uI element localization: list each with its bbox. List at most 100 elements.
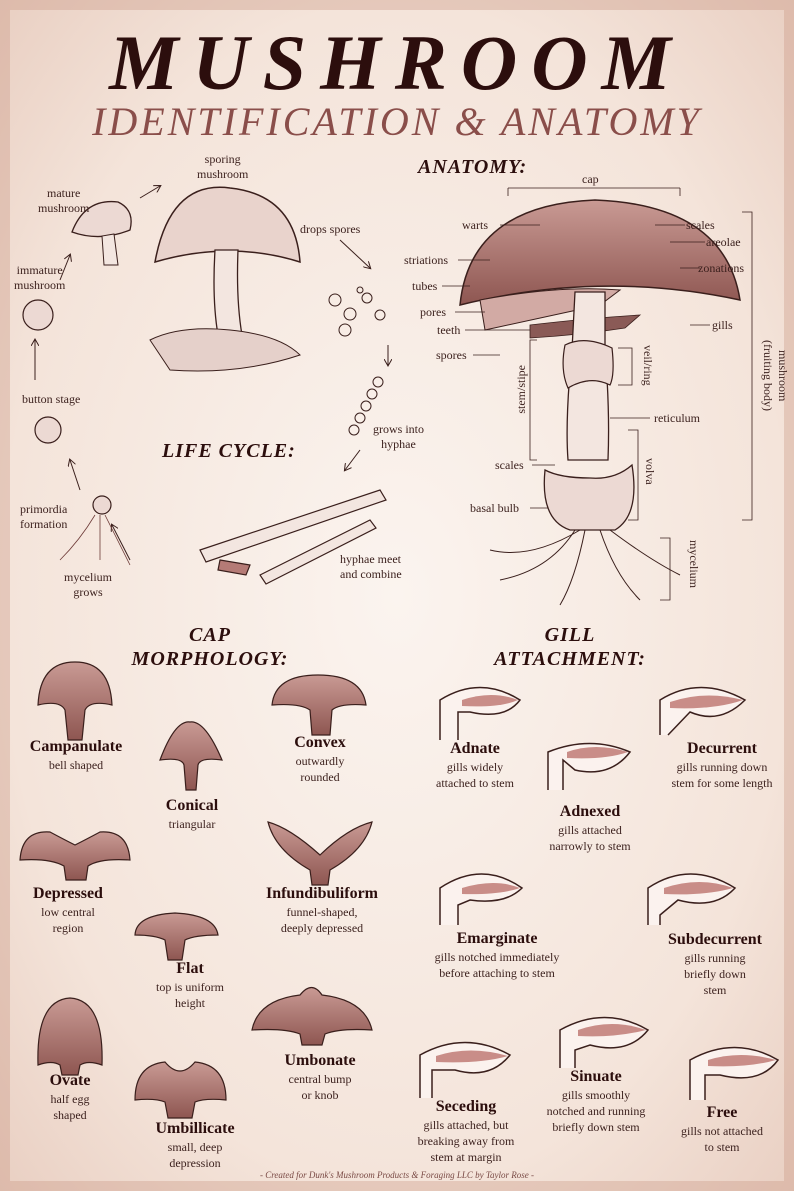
conical-shape [159,721,223,791]
life-cycle-illustration [22,0,794,585]
cap-desc-ovate: half egg shaped [50,1092,90,1122]
label-areolae: areolae [706,235,741,249]
umbillicate-shape [134,1061,227,1119]
ovate-shape [37,997,103,1076]
label-grows-into-hyphae: grows into hyphae [373,422,424,451]
label-basal-bulb: basal bulb [470,501,519,515]
subtitle: IDENTIFICATION & ANATOMY [92,99,702,144]
emarginate-diagram [439,873,524,925]
gill-name-sinuate: Sinuate [570,1068,622,1085]
cap-name-umbonate: Umbonate [284,1052,356,1069]
adnate-diagram [439,686,522,740]
cap-name-convex: Convex [294,734,346,751]
cap-desc-umbillicate: small, deep depression [167,1140,223,1170]
life-cycle-heading: LIFE CYCLE: [162,440,296,462]
spore-dots [328,286,386,337]
label-zonations: zonations [698,261,744,275]
subdecurrent-diagram [647,873,737,925]
cap-name-conical: Conical [165,797,219,814]
cap-morphology-heading: CAP MORPHOLOGY: [131,624,289,670]
arrow-mature-to-sporing [139,186,160,199]
mature-mushroom-drawing [71,200,132,266]
gill-desc-subdecurrent: gills running briefly down stem [684,951,746,997]
footer-credit: - Created for Dunk's Mushroom Products &… [259,1170,535,1180]
label-mature-mushroom: mature mushroom [38,186,90,215]
sporing-mushroom-drawing [149,186,301,372]
gill-desc-seceding: gills attached, but breaking away from s… [417,1118,515,1164]
mycelium-roots [59,514,131,566]
arrow-mycelium-to-primordia [112,525,131,561]
label-volva: volva [643,458,657,485]
anatomy-illustration [442,187,753,606]
cap-name-campanulate: Campanulate [29,738,123,755]
anatomy-leader-lines [442,187,753,601]
cap-desc-infundibuliform: funnel-shaped, deeply depressed [280,905,364,935]
cap-shapes [19,661,373,1119]
cap-desc-convex: outwardly rounded [295,754,345,784]
label-fruiting-body: mushroom (fruiting body) [761,340,790,411]
gill-name-seceding: Seceding [435,1098,497,1115]
decurrent-diagram [659,686,747,736]
label-cap: cap [582,172,599,186]
cap-name-flat: Flat [176,960,204,977]
label-warts: warts [462,218,488,232]
gill-name-subdecurrent: Subdecurrent [668,931,762,948]
label-striations: striations [404,253,448,267]
anatomy-roots [489,529,681,606]
campanulate-shape [37,661,113,741]
gill-name-adnate: Adnate [450,740,500,757]
cap-name-ovate: Ovate [49,1072,91,1089]
convex-shape [271,674,367,736]
gill-desc-emarginate: gills notched immediately before attachi… [434,950,560,980]
label-tubes: tubes [412,279,438,293]
main-title: MUSHROOM [109,19,685,106]
label-gills: gills [712,318,733,332]
arrow-immature-to-mature [59,255,70,281]
cap-name-infundibuliform: Infundibuliform [265,885,379,902]
hyphae-chain [348,376,384,436]
label-spores: spores [436,348,467,362]
label-veil-ring: veil/ring [641,345,655,386]
cap-desc-flat: top is uniform height [156,980,224,1010]
cap-name-umbillicate: Umbillicate [155,1120,235,1137]
depressed-shape [19,831,131,881]
cap-desc-umbonate: central bump or knob [288,1072,352,1102]
label-drops-spores: drops spores [300,222,361,236]
label-teeth: teeth [437,323,461,337]
anatomy-stem [543,291,635,531]
hyphae-network [199,489,387,585]
gill-attachment-heading: GILL ATTACHMENT: [494,624,646,670]
label-scales-top: scales [686,218,715,232]
label-reticulum: reticulum [654,411,700,425]
gill-desc-decurrent: gills running down stem for some length [671,760,773,790]
immature-mushroom-drawing [22,299,54,331]
cap-name-depressed: Depressed [33,885,103,902]
flat-shape [134,912,219,961]
label-primordia-formation: primordia formation [20,502,68,531]
arrow-primordia-to-button [70,460,81,491]
anatomy-heading: ANATOMY: [418,156,528,178]
label-pores: pores [420,305,446,319]
label-scales-lower: scales [495,458,524,472]
label-hyphae-meet: hyphae meet and combine [340,552,402,581]
anatomy-cap [459,199,741,339]
cap-desc-depressed: low central region [41,905,95,935]
arrow-drops-spores [339,239,370,268]
gill-desc-sinuate: gills smoothly notched and running brief… [546,1088,646,1134]
cap-desc-conical: triangular [168,817,216,831]
infundibuliform-shape [267,821,373,886]
label-mycelium-grows: mycelium grows [64,570,112,599]
cap-desc-campanulate: bell shaped [48,758,104,772]
gill-name-free: Free [706,1104,738,1121]
label-mycelium: mycelium [687,540,701,588]
label-button-stage: button stage [22,392,81,406]
umbonate-shape [251,986,373,1046]
label-sporing-mushroom: sporing mushroom [197,152,249,181]
button-stage-drawing [34,416,62,444]
gill-name-emarginate: Emarginate [456,930,538,947]
gill-desc-adnate: gills widely attached to stem [436,760,514,790]
arrow-grows-hyphae [345,449,361,470]
gill-desc-free: gills not attached to stem [681,1124,763,1154]
